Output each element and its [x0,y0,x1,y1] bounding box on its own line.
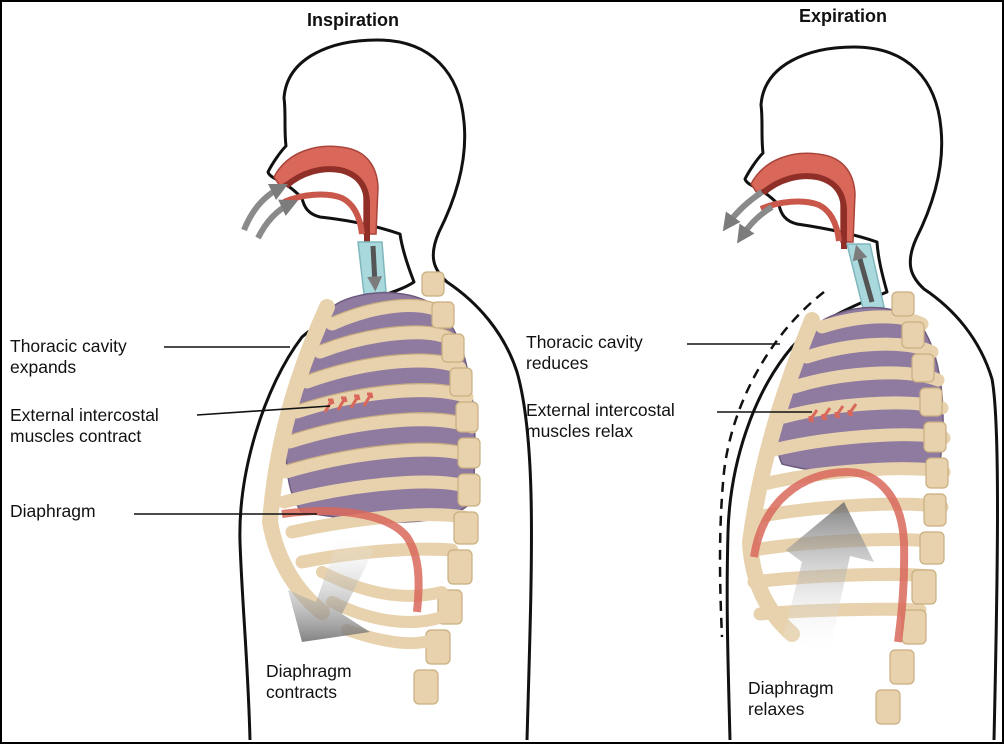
diaphragm-up-arrow [782,502,874,650]
airflow-trachea-arrow [367,245,383,292]
title-inspiration: Inspiration [307,10,400,30]
body-outline-inspiration [238,38,533,741]
air-in-arrow-lower [255,199,299,240]
airway-inner-expiration [761,173,847,249]
airflow-trachea-arrow-up [852,244,875,303]
inspiration-panel [134,38,533,741]
airway-inner-inspiration [284,166,370,242]
label-intercostal-contract: External intercostal muscles contract [10,405,159,446]
label-diaphragm: Diaphragm [10,501,96,521]
sternum-expiration [741,312,820,642]
spine-expiration [875,291,949,725]
label-diaphragm-relaxes: Diaphragm relaxes [748,678,834,719]
air-out-arrow-upper [722,189,764,232]
previous-chest-outline [718,291,825,638]
diaphragm-expiration [750,467,909,643]
diaphragm-down-arrow [288,534,374,642]
spine-inspiration [413,271,481,705]
diaphragm-inspiration [281,507,423,613]
oral-airway-expiration [759,198,842,242]
title-expiration: Expiration [799,6,888,26]
oral-airway-inspiration [282,191,365,235]
body-outline-expiration [725,45,999,741]
air-out-arrow-lower [737,204,774,244]
label-thoracic-cavity-expands: Thoracic cavity expands [10,336,127,377]
air-in-arrow-upper [241,183,289,232]
sternum-inspiration [261,299,335,620]
label-diaphragm-contracts: Diaphragm contracts [266,661,352,702]
label-intercostal-relax: External intercostal muscles relax [526,400,675,441]
expiration-panel [687,45,999,741]
intercostal-arrows-expiration [808,403,858,423]
leader-intercostal-inspiration [196,405,331,416]
label-thoracic-cavity-reduces: Thoracic cavity reduces [526,332,643,373]
